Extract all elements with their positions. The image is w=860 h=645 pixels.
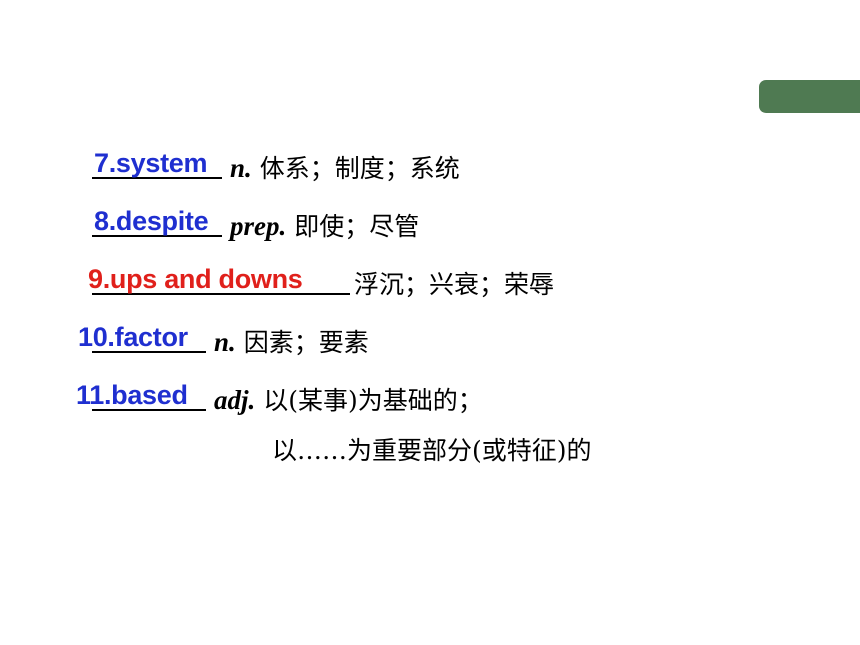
answer-text: 8.despite [94,206,209,236]
section-tab [759,80,860,113]
vocab-row-8: 8.despite prep. 即使；尽管 [92,203,552,243]
definition: n. 因素；要素 [214,329,369,356]
definition: prep. 即使；尽管 [230,213,419,240]
vocab-row-11: 11.based adj. 以(某事)为基础的； [76,377,562,417]
part-of-speech: n. [230,153,252,183]
blank-line [92,177,222,179]
part-of-speech: adj. [214,385,256,415]
blank-line [92,293,350,295]
definition: n. 体系；制度；系统 [230,155,460,182]
answer-text: 7.system [94,148,208,178]
answer-text: 11.based [76,380,188,410]
definition-text: 以(某事)为基础的； [255,386,483,415]
definition: adj. 以(某事)为基础的； [214,387,483,414]
answer-text: 9.ups and downs [88,264,303,294]
definition-text: 即使；尽管 [286,212,420,241]
vocab-row-9: 9.ups and downs 浮沉；兴衰；荣辱 [88,261,632,301]
definition-text: 因素；要素 [235,328,369,357]
part-of-speech: prep. [230,211,287,241]
definition-text: 浮沉；兴衰；荣辱 [354,270,555,299]
definition-text: 体系；制度；系统 [251,154,460,183]
part-of-speech: n. [214,327,236,357]
definition: 浮沉；兴衰；荣辱 [354,271,554,298]
blank-line [92,235,222,237]
answer-text: 10.factor [78,322,188,352]
definition-continuation: 以……为重要部分(或特征)的 [272,436,592,465]
vocab-row-10: 10.factor n. 因素；要素 [78,319,512,359]
vocab-row-7: 7.system n. 体系；制度；系统 [92,145,552,185]
blank-line [92,409,206,411]
blank-line [92,351,206,353]
